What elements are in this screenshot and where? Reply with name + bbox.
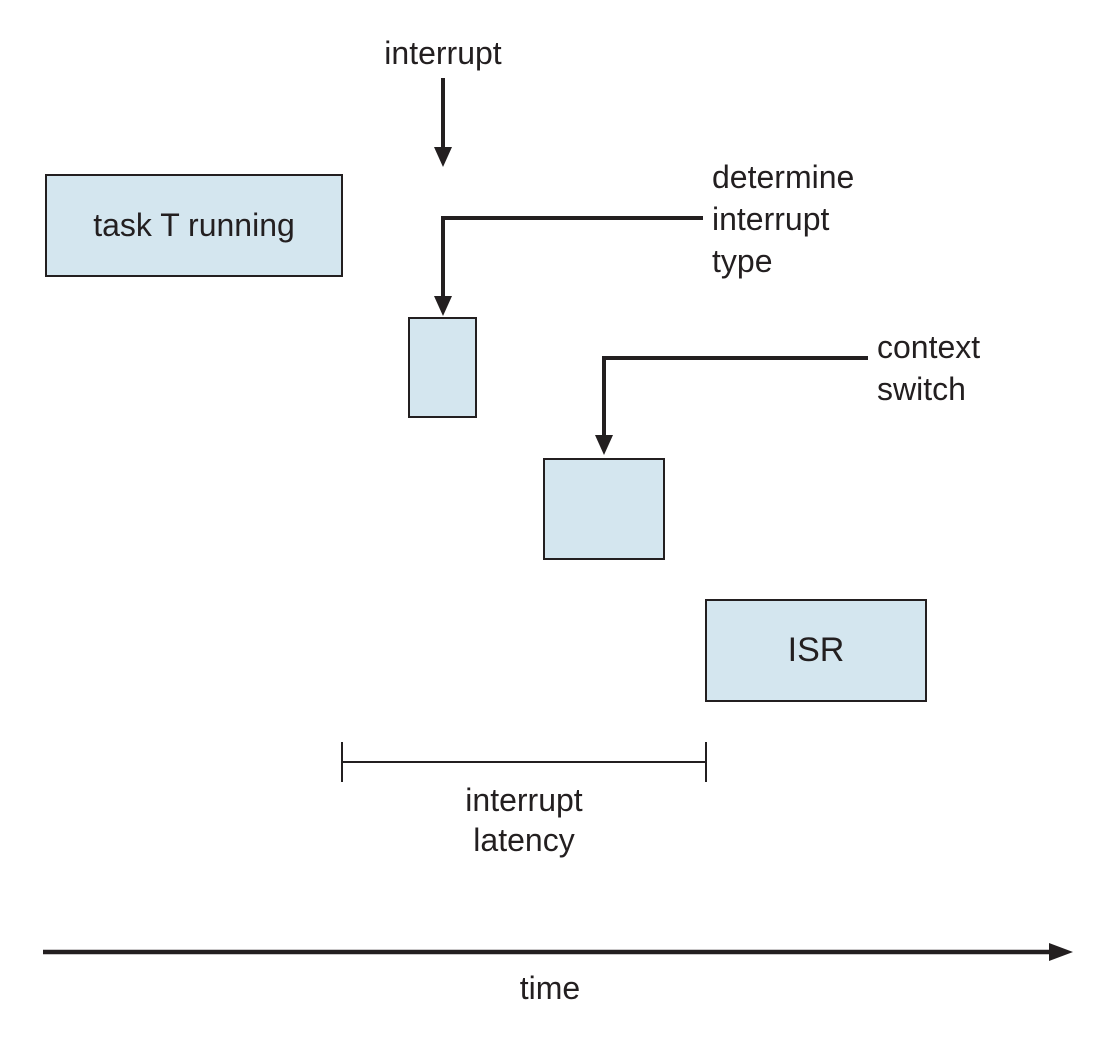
isr-box-label: ISR: [787, 631, 845, 669]
determine-interrupt-connector: [441, 216, 703, 300]
time-axis-label: time: [519, 970, 581, 1006]
interrupt-arrowhead-icon: [434, 147, 452, 167]
context-switch-arrowhead-icon: [595, 435, 613, 455]
interrupt-label: interrupt: [384, 35, 502, 71]
task-running-box-label: task T running: [93, 207, 295, 243]
time-axis-arrowhead-icon: [1049, 943, 1073, 961]
determine-interrupt-arrowhead-icon: [434, 296, 452, 316]
context-switch-duration-box: [543, 458, 665, 560]
context-switch-connector: [602, 356, 868, 439]
task-running-box: task T running: [45, 174, 343, 277]
determine-interrupt-type-label: determine interrupt type: [712, 159, 855, 279]
interrupt-latency-label: interrupt latency: [465, 782, 583, 858]
determine-type-duration-box: [408, 317, 477, 418]
isr-box: ISR: [705, 599, 927, 702]
context-switch-label: context switch: [877, 329, 981, 407]
